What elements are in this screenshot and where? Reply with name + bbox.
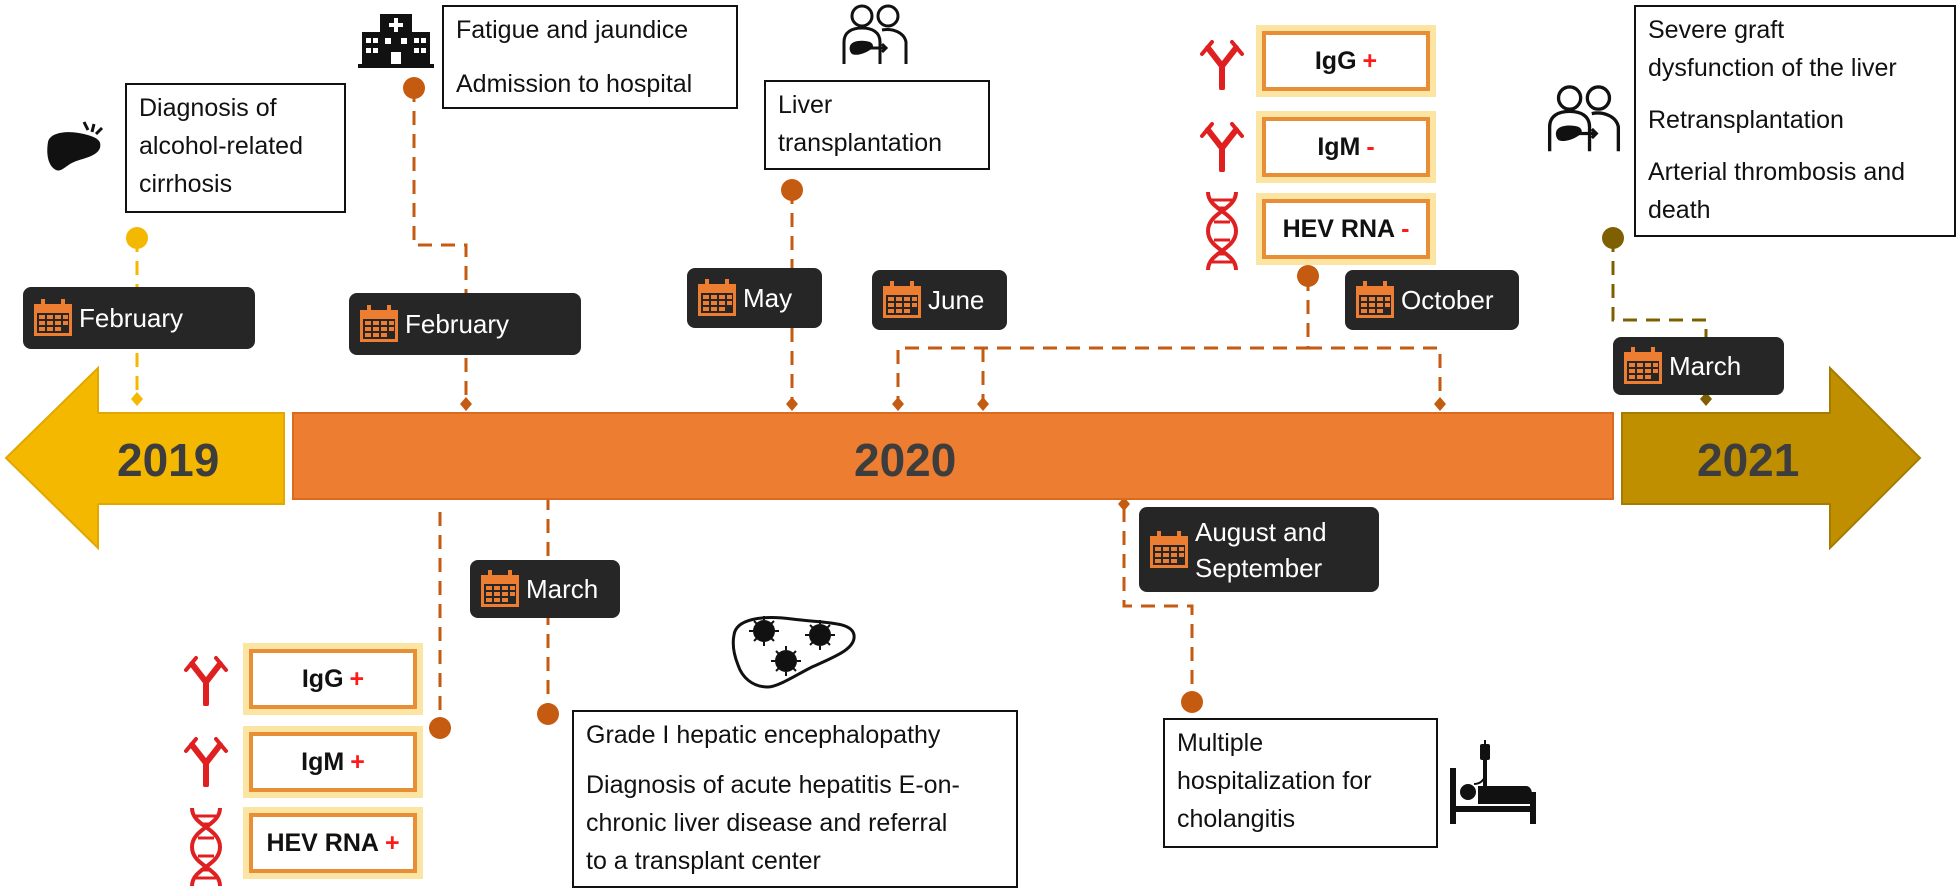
calendar-icon [360,305,398,342]
lab-mar-hevrna: HEV RNA+ [243,807,423,879]
dot-encephalopathy [537,703,559,725]
diamond-1 [131,392,143,406]
date-feb-2019: February [23,287,255,349]
date-march-2021: March [1613,337,1784,395]
dna-icon [1205,191,1239,271]
event-retransplant: Severe graft dysfunction of the liver Re… [1634,5,1956,237]
date-october-2020: October [1345,270,1519,330]
diamond-2 [460,397,472,411]
event-admission: Fatigue and jaundice Admission to hospit… [442,5,738,109]
date-feb-2020: February [349,293,581,355]
lab-mar-igm: IgM+ [243,726,423,798]
date-label: March [1669,350,1742,381]
calendar-icon [883,281,921,318]
date-label: October [1401,284,1494,315]
connector-cholangitis [1122,508,1194,702]
calendar-icon [698,279,736,316]
calendar-icon [1356,281,1394,318]
lab-oct-hevrna: HEV RNA- [1256,193,1436,265]
date-label: February [405,308,510,339]
hospital-icon [358,14,434,68]
dot-march-labs [429,717,451,739]
event-transplant: Liver transplantation [764,80,990,170]
calendar-icon [1150,530,1188,568]
dot-admission [403,77,425,99]
antibody-icon [184,656,228,706]
dot-october [1297,265,1319,287]
dot-cirrhosis [126,227,148,249]
calendar-icon [34,299,72,336]
antibody-icon [1200,40,1244,90]
dot-transplant [781,179,803,201]
diamond-4 [892,397,904,411]
doctors-liver-icon [1547,85,1621,152]
diamond-5 [977,397,989,411]
arrow-2021 [1621,365,1922,551]
virus-liver-icon [731,616,856,689]
date-label: March [526,573,599,604]
lab-oct-igm: IgM- [1256,111,1436,183]
connector-admission [412,88,468,403]
dot-cholangitis [1181,691,1203,713]
dot-retransplant [1602,227,1624,249]
calendar-icon [481,570,519,607]
lab-mar-igg: IgG+ [243,643,423,715]
diamond-3 [786,397,798,411]
date-june-2020: June [872,270,1007,330]
event-cirrhosis: Diagnosis of alcohol-related cirrhosis [125,83,346,213]
year-2021: 2021 [1697,434,1800,486]
diamond-7 [1700,392,1712,406]
antibody-icon [184,737,228,787]
doctors-liver-icon [842,4,908,64]
year-2020: 2020 [854,434,957,486]
antibody-icon [1200,122,1244,172]
calendar-icon [1624,347,1662,384]
date-label: May [743,282,793,313]
date-may-2020: May [687,268,822,328]
dna-icon [189,807,223,887]
liver-icon [47,121,104,171]
date-march-2020: March [470,560,620,618]
bar-2020 [292,412,1614,500]
date-label: June [928,284,985,315]
hospital-bed-icon [1450,740,1536,824]
year-2019: 2019 [117,434,220,486]
lab-oct-igg: IgG+ [1256,25,1436,97]
date-label: February [79,302,184,333]
arrow-2019 [4,365,285,551]
event-cholangitis: Multiple hospitalization for cholangitis [1163,718,1438,848]
event-hepatitis: Grade I hepatic encephalopathy Diagnosis… [572,710,1018,888]
diamond-10 [1118,497,1130,511]
diamond-6 [1434,397,1446,411]
connector-october [896,277,1442,403]
